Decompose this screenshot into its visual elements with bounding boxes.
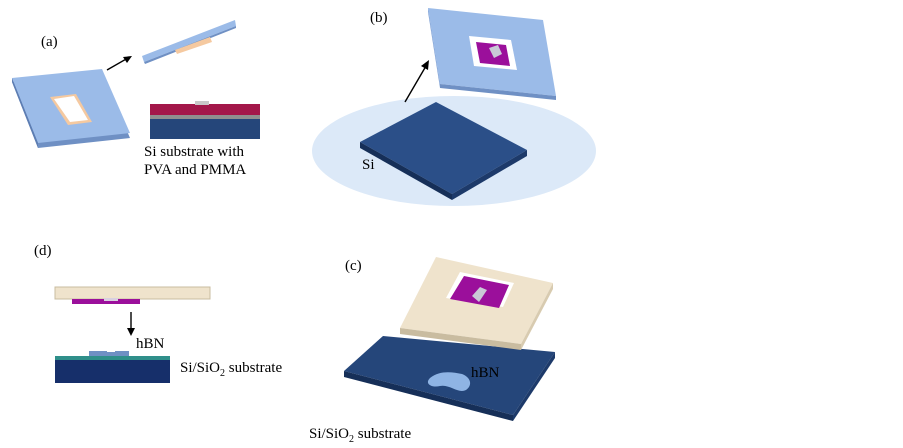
panel-d-label: (d) <box>34 243 52 259</box>
pmma-frame-c <box>400 257 553 350</box>
panel-a-label: (a) <box>41 34 58 50</box>
pmma-strip-a <box>142 20 236 64</box>
sio2-substrate-c <box>344 336 555 421</box>
panel-d-substrate-label: Si/SiO2 substrate <box>180 360 282 382</box>
panel-d-substrate-tail: substrate <box>225 360 283 376</box>
cross-section-a <box>150 101 260 139</box>
panel-a-caption-line1: Si substrate with <box>144 144 244 160</box>
panel-c-label: (c) <box>345 258 362 274</box>
panel-a-caption-line2: PVA and PMMA <box>144 162 247 178</box>
hbn-flake-c <box>427 372 471 391</box>
panel-a-drawing <box>12 20 260 148</box>
arrow-b <box>404 60 429 103</box>
pmma-strip-d <box>54 286 211 304</box>
panel-c-substrate-main: Si/SiO <box>309 426 350 442</box>
arrow-d <box>127 312 135 336</box>
panel-d-substrate-main: Si/SiO <box>180 360 221 376</box>
panel-b-si-label: Si <box>362 157 375 173</box>
panel-c-hbn-label: hBN <box>471 365 500 381</box>
arrow-a <box>106 56 132 71</box>
panel-c-drawing <box>344 257 555 421</box>
pmma-frame-a <box>12 69 130 148</box>
pmma-frame-b <box>428 8 556 100</box>
substrate-d <box>55 349 170 383</box>
panel-d-drawing <box>54 286 211 383</box>
panel-c-substrate-tail: substrate <box>354 426 412 442</box>
panel-c-substrate-sub: 2 <box>349 434 355 445</box>
si-substrate-b <box>360 102 527 200</box>
panel-d-hbn-label: hBN <box>136 336 165 352</box>
panel-b-label: (b) <box>370 10 388 26</box>
panel-c-substrate-label: Si/SiO2 substrate <box>309 426 411 448</box>
panel-d-substrate-sub: 2 <box>220 368 226 379</box>
panel-b-drawing <box>312 8 596 206</box>
